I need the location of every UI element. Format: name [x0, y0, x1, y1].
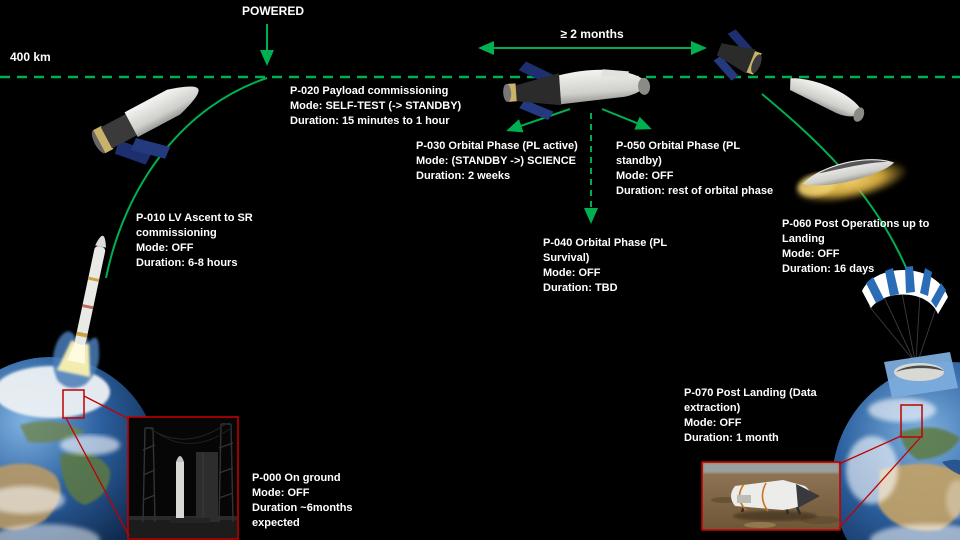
phase-duration: Duration: 1 month: [684, 432, 779, 444]
phase-mode: Mode: OFF: [616, 170, 674, 182]
payload-in-fairing-icon: [91, 86, 199, 165]
phase-duration: Duration: 15 minutes to 1 hour: [290, 115, 450, 127]
orbit-duration-label: ≥ 2 months: [560, 27, 624, 41]
phase-title: P-060 Post Operations up to Landing: [782, 218, 930, 245]
phase-title: P-020 Payload commissioning: [290, 85, 449, 97]
phase-mode: Mode: OFF: [252, 487, 310, 499]
phase-p040-label: P-040 Orbital Phase (PL Survival) Mode: …: [543, 236, 711, 296]
phase-p070-label: P-070 Post Landing (Data extraction) Mod…: [684, 386, 849, 446]
phase-p050-label: P-050 Orbital Phase (PL standby) Mode: O…: [616, 139, 784, 199]
phase-mode: Mode: (STANDBY ->) SCIENCE: [416, 155, 577, 167]
landing-site-locator-icon: [838, 404, 923, 529]
phase-duration: Duration: TBD: [543, 282, 618, 294]
powered-label: POWERED: [241, 4, 304, 18]
phase-title: P-040 Orbital Phase (PL Survival): [543, 237, 667, 264]
phase-title: P-000 On ground: [252, 472, 341, 484]
reentry-module-separation-icon: [713, 29, 865, 122]
phase-p020-label: P-020 Payload commissioning Mode: SELF-T…: [290, 84, 495, 129]
phase-title: P-030 Orbital Phase (PL active): [416, 140, 578, 152]
phase-p000-label: P-000 On ground Mode: OFF Duration ~6mon…: [252, 471, 372, 531]
phase-duration: Duration: 6-8 hours: [136, 257, 238, 269]
phase-duration: Duration: rest of orbital phase: [616, 185, 774, 197]
space-rider-orbiting-icon: [503, 61, 651, 121]
phase-mode: Mode: SELF-TEST (-> STANDBY): [290, 100, 462, 112]
phase-mode: Mode: OFF: [684, 417, 742, 429]
vega-rocket-liftoff-icon: [52, 235, 106, 389]
arrow-to-p050-icon: [601, 108, 652, 130]
phase-duration: Duration: 2 weeks: [416, 170, 511, 182]
arrow-to-p030-icon: [506, 108, 571, 133]
earth-globe-right-icon: [832, 352, 960, 540]
phase-mode: Mode: OFF: [543, 267, 601, 279]
altitude-label: 400 km: [10, 50, 51, 64]
parafoil-descent-icon: [862, 266, 948, 362]
phase-title: P-050 Orbital Phase (PL standby): [616, 140, 740, 167]
phase-title: P-070 Post Landing (Data extraction): [684, 387, 817, 414]
phase-p060-label: P-060 Post Operations up to Landing Mode…: [782, 217, 960, 277]
phase-duration: Duration: 16 days: [782, 263, 875, 275]
launchpad-photo-inset-icon: [127, 416, 239, 540]
phase-title: P-010 LV Ascent to SR commissioning: [136, 212, 253, 239]
earth-globe-left-icon: [0, 357, 158, 540]
launch-site-locator-icon: [62, 389, 130, 537]
reentry-capsule-plasma-icon: [794, 159, 909, 204]
phase-duration: Duration ~6months expected: [252, 502, 353, 529]
landed-vehicle-photo-inset-icon: [701, 461, 841, 531]
phase-mode: Mode: OFF: [136, 242, 194, 254]
phase-p010-label: P-010 LV Ascent to SR commissioning Mode…: [136, 211, 288, 271]
phase-mode: Mode: OFF: [782, 248, 840, 260]
phase-p030-label: P-030 Orbital Phase (PL active) Mode: (S…: [416, 139, 628, 184]
